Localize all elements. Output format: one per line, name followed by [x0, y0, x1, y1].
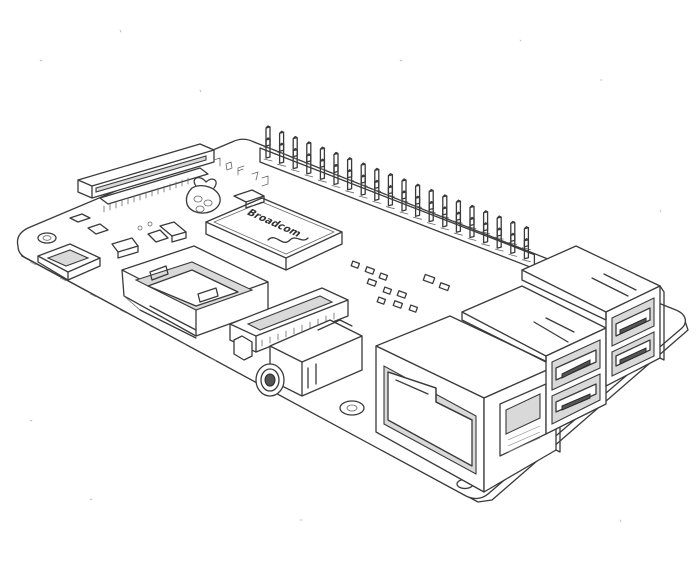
gpio-pin-foot	[318, 167, 327, 171]
gpio-pin-foot	[386, 206, 395, 210]
gpio-pin	[428, 200, 434, 223]
gpio-pin	[523, 238, 530, 260]
gpio-pin	[510, 232, 516, 255]
gpio-pin-foot	[304, 174, 314, 178]
ethernet-port	[375, 315, 561, 493]
display-connector	[77, 143, 215, 213]
gpio-pin-foot	[345, 190, 354, 194]
gpio-pin-foot	[481, 243, 490, 247]
gpio-pin-foot	[508, 254, 518, 257]
gpio-pin	[428, 188, 434, 211]
gpio-pin	[333, 151, 339, 174]
gpio-pin	[401, 178, 407, 200]
gpio-pin-foot	[467, 238, 477, 241]
gpio-pin	[496, 227, 502, 249]
edge-hatching	[29, 261, 217, 362]
gpio-pin	[455, 199, 462, 221]
gpio-pin	[265, 125, 271, 147]
silkscreen-markings	[213, 157, 269, 187]
gpio-pin	[292, 135, 298, 158]
gpio-pin-foot	[399, 199, 409, 203]
micro-usb-port	[37, 243, 101, 281]
gpio-pin	[306, 141, 312, 163]
usb-port-stack-2	[521, 245, 665, 387]
gpio-pin	[387, 173, 394, 195]
gpio-pin-foot	[386, 194, 395, 198]
gpio-pin-foot	[508, 242, 518, 245]
paper-speckles	[29, 29, 683, 523]
gpio-pin-foot	[290, 157, 300, 160]
gpio-pin	[278, 142, 285, 164]
gpio-pin-foot	[413, 216, 422, 220]
gpio-pin-foot	[263, 158, 273, 162]
gpio-pin	[469, 216, 475, 239]
gpio-pin-foot	[522, 259, 531, 263]
usb-port-stack-1	[461, 285, 607, 435]
gpio-pin-foot	[290, 169, 300, 172]
gpio-pin	[346, 157, 353, 179]
gpio-pin-foot	[467, 226, 477, 229]
gpio-pin-foot	[372, 189, 382, 192]
mounting-hole-bottom	[339, 400, 365, 416]
gpio-pin-foot	[454, 232, 463, 236]
gpio-pin	[360, 174, 366, 196]
gpio-pin-foot	[399, 211, 409, 215]
smd-components-center	[350, 260, 451, 313]
gpio-pin	[319, 146, 326, 168]
gpio-pin-foot	[413, 204, 422, 208]
gpio-pin-foot	[494, 248, 504, 252]
gpio-pin	[496, 215, 502, 237]
gpio-pin	[387, 185, 394, 207]
gpio-pin-foot	[481, 231, 490, 235]
hdmi-port	[121, 245, 269, 339]
gpio-pin	[414, 183, 421, 205]
gpio-pin-header	[259, 125, 536, 270]
gpio-pin	[292, 147, 298, 170]
soc-chip: Broadcom	[205, 197, 343, 271]
gpio-pin-foot	[263, 146, 273, 150]
gpio-pin	[278, 130, 285, 152]
small-chip	[233, 189, 265, 209]
gpio-pin-foot	[331, 173, 341, 176]
gpio-pin-foot	[454, 220, 463, 224]
gpio-pin	[523, 226, 530, 248]
gpio-pin-foot	[372, 201, 382, 204]
gpio-pin	[414, 195, 421, 217]
audio-jack	[255, 319, 363, 397]
gpio-pin-foot	[440, 227, 450, 231]
gpio-pin	[306, 153, 312, 175]
gpio-pin-foot	[358, 183, 368, 187]
gpio-pin	[482, 222, 489, 244]
gpio-pin-foot	[318, 179, 327, 183]
gpio-pin-foot	[426, 222, 436, 225]
gpio-pin	[469, 204, 475, 227]
gpio-pin	[346, 169, 353, 191]
gpio-pin	[482, 210, 489, 232]
gpio-pin	[265, 137, 271, 159]
gpio-pin-foot	[426, 210, 436, 213]
gpio-pin	[442, 194, 448, 216]
gpio-pin-foot	[331, 185, 341, 188]
gpio-pin-foot	[304, 162, 314, 166]
gpio-pin-foot	[358, 195, 368, 199]
gpio-pin	[401, 190, 407, 212]
gpio-pin-foot	[345, 178, 354, 182]
smd-components-left	[69, 213, 187, 259]
gpio-pin	[442, 206, 448, 228]
gpio-pin	[333, 163, 339, 186]
gpio-pin-foot	[440, 215, 450, 219]
gpio-pin	[510, 220, 516, 243]
gpio-pin	[319, 158, 326, 180]
gpio-pin-foot	[522, 247, 531, 251]
gpio-pin-foot	[494, 236, 504, 240]
gpio-pin-foot	[277, 151, 286, 155]
mounting-hole-top-left	[37, 232, 57, 244]
gpio-pin	[455, 211, 462, 233]
gpio-pin	[374, 167, 380, 190]
gpio-pin	[360, 162, 366, 184]
gpio-pin	[374, 179, 380, 202]
raspberry-logo	[185, 176, 221, 214]
gpio-pin-foot	[277, 163, 286, 167]
